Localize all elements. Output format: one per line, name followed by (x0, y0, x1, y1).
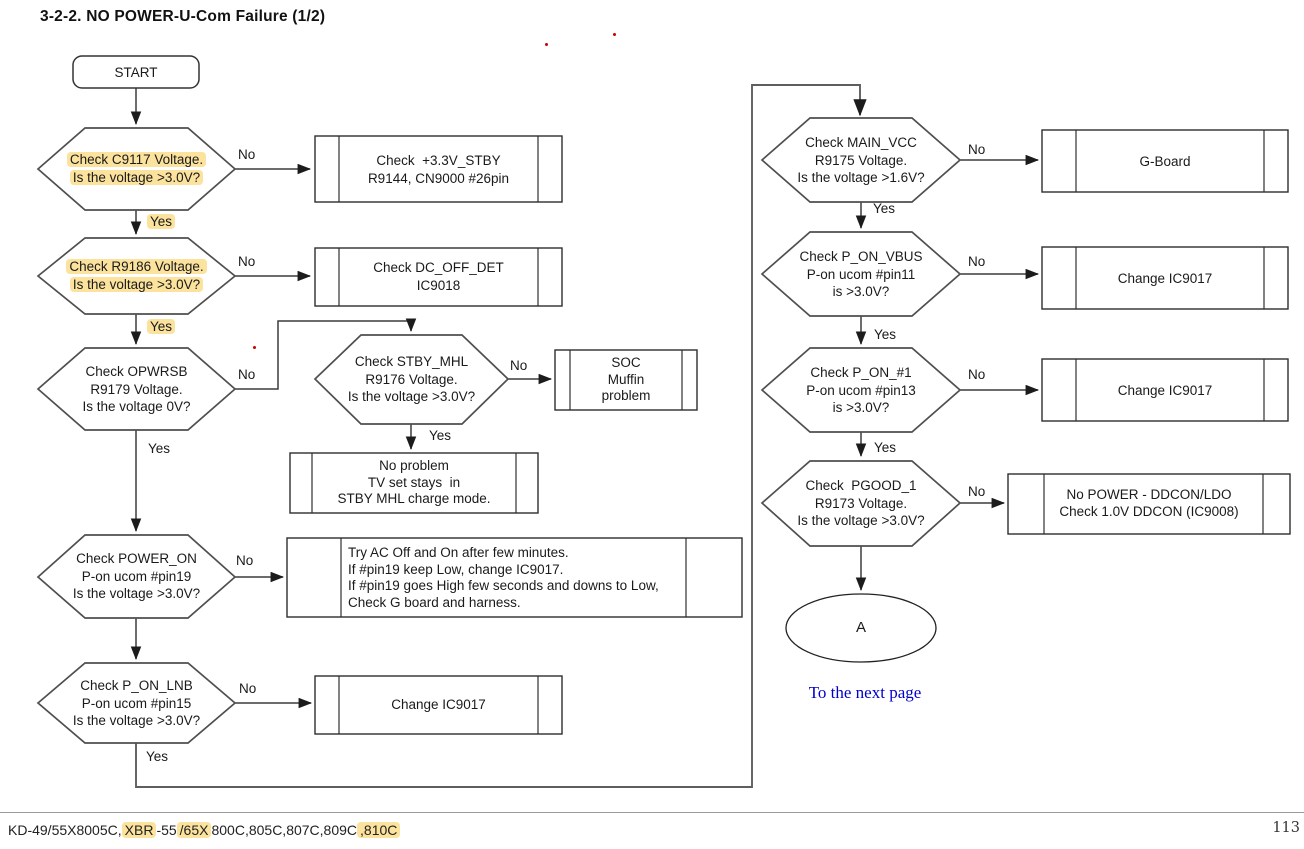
highlighted-text: Check R9186 Voltage. (66, 259, 207, 274)
process-chg-r2-shape (1041, 358, 1289, 422)
process-change-ic9017-left: Change IC9017 (391, 697, 486, 712)
label-yes: Yes (147, 319, 176, 334)
label-no: No (238, 147, 256, 162)
highlighted-text: Yes (147, 319, 176, 334)
connector-ponlnb-yes-to-mainvcc (135, 84, 867, 788)
decision-c9117: Check C9117 Voltage. Is the voltage >3.0… (38, 151, 235, 186)
label-no: No (968, 367, 986, 382)
label-yes: Yes (146, 749, 169, 764)
decision-pon1: Check P_ON_#1 P-on ucom #pin13 is >3.0V? (806, 365, 916, 415)
label-no: No (968, 484, 986, 499)
process-change-ic9017-r2: Change IC9017 (1117, 383, 1213, 398)
highlighted-text: Is the voltage >3.0V? (69, 169, 204, 185)
process-no-problem: No problem TV set stays in STBY MHL char… (337, 458, 491, 506)
process-check-dcoff: Check DC_OFF_DET IC9018 (373, 260, 504, 293)
process-chg-r1-shape (1041, 246, 1289, 310)
label-no: No (510, 358, 528, 373)
footer-model-segment: -55 (156, 822, 177, 838)
red-dot-annotation (545, 43, 548, 46)
footer-divider (0, 812, 1304, 813)
footer-model-segment: KD-49/55X8005C, (8, 822, 122, 838)
footer-model-segment-highlighted: /65X (176, 822, 212, 838)
decision-r9186-shape (36, 237, 237, 315)
footer-model-segment-highlighted: ,810C (357, 822, 401, 838)
highlighted-text: Is the voltage >3.0V? (69, 276, 204, 292)
label-no: No (236, 553, 254, 568)
process-check-stby: Check +3.3V_STBY R9144, CN9000 #26pin (367, 153, 510, 186)
decision-ponlnb-shape (36, 662, 237, 744)
label-yes: Yes (874, 440, 897, 455)
label-yes: Yes (429, 428, 452, 443)
decision-poweron-shape (36, 534, 237, 619)
process-try-shape (286, 537, 743, 618)
decision-opwrsb-shape (36, 347, 237, 431)
page-number: 113 (1272, 820, 1300, 836)
decision-pgood-shape (760, 460, 962, 547)
highlighted-text: Check C9117 Voltage. (66, 152, 207, 167)
label-yes: Yes (873, 201, 896, 216)
decision-opwrsb: Check OPWRSB R9179 Voltage. Is the volta… (82, 364, 191, 414)
decision-poweron: Check POWER_ON P-on ucom #pin19 Is the v… (72, 551, 201, 601)
arrow-opwrsb-no (235, 318, 417, 390)
process-try-ac: Try AC Off and On after few minutes. If … (348, 545, 659, 610)
decision-vbus: Check P_ON_VBUS P-on ucom #pin11 is >3.0… (799, 249, 923, 299)
decision-c9117-shape (36, 127, 237, 211)
red-dot-annotation (253, 346, 256, 349)
label-no: No (238, 254, 256, 269)
start-node-shape (72, 55, 200, 89)
process-noproblem-shape (289, 452, 539, 514)
process-nopower-ddcon: No POWER - DDCON/LDO Check 1.0V DDCON (I… (1059, 487, 1239, 519)
footer-model-segment: 800C,805C,807C,809C (211, 822, 358, 838)
decision-mainvcc-shape (760, 117, 962, 203)
label-no: No (968, 142, 986, 157)
label-no: No (238, 367, 256, 382)
label-no: No (239, 681, 257, 696)
label-yes: Yes (148, 441, 171, 456)
decision-mainvcc: Check MAIN_VCC R9175 Voltage. Is the vol… (797, 135, 925, 185)
decision-r9186: Check R9186 Voltage. Is the voltage >3.0… (38, 258, 235, 293)
start-node: START (114, 65, 158, 80)
connector-a-node: A (855, 619, 866, 636)
decision-ponlnb: Check P_ON_LNB P-on ucom #pin15 Is the v… (72, 678, 201, 728)
red-dot-annotation (613, 33, 616, 36)
process-gboard: G-Board (1139, 154, 1191, 169)
process-soc-shape (554, 349, 698, 411)
process-soc-muffin: SOC Muffin problem (601, 355, 651, 403)
highlighted-text: Yes (147, 214, 176, 229)
decision-stbymhl-shape (313, 334, 510, 425)
next-page-link[interactable]: To the next page (808, 683, 922, 702)
label-no: No (968, 254, 986, 269)
page-title: 3-2-2. NO POWER-U-Com Failure (1/2) (40, 8, 326, 25)
process-chg-left-shape (314, 675, 563, 735)
process-gboard-shape (1041, 129, 1289, 193)
connector-a-shape (785, 593, 937, 663)
process-change-ic9017-r1: Change IC9017 (1117, 271, 1213, 286)
process-stby-shape (314, 135, 563, 203)
decision-pgood: Check PGOOD_1 R9173 Voltage. Is the volt… (797, 478, 925, 528)
decision-pon1-shape (760, 347, 962, 433)
footer-model-segment-highlighted: XBR (121, 822, 157, 838)
label-yes: Yes (147, 214, 176, 229)
decision-stbymhl: Check STBY_MHL R9176 Voltage. Is the vol… (347, 354, 476, 404)
decision-vbus-shape (760, 231, 962, 317)
process-dcoff-shape (314, 247, 563, 307)
process-nopower-shape (1007, 473, 1291, 535)
label-yes: Yes (874, 327, 897, 342)
